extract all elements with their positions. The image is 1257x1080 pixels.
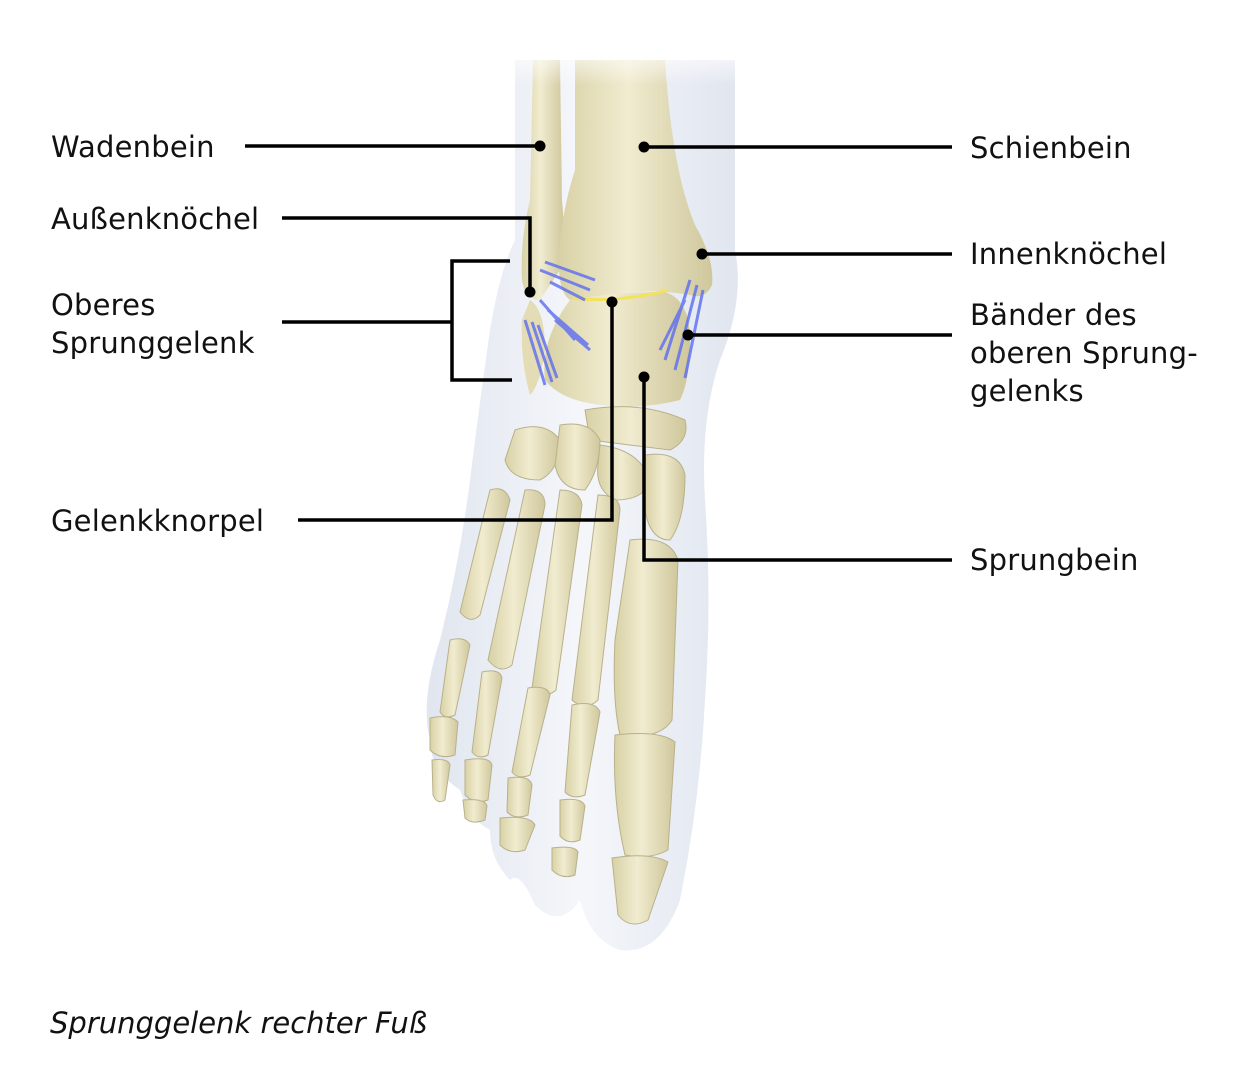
label-schienbein: Schienbein bbox=[970, 131, 1132, 165]
tarsal-bones bbox=[504, 406, 687, 541]
label-baender-line3: gelenks bbox=[970, 374, 1084, 408]
ankle-ligaments bbox=[523, 260, 705, 386]
figure-caption: Sprunggelenk rechter Fuß bbox=[50, 1006, 428, 1040]
label-baender-line1: Bänder des bbox=[970, 298, 1137, 332]
label-gelenkknorpel: Gelenkknorpel bbox=[51, 504, 265, 538]
label-aussenknoechel: Außenknöchel bbox=[51, 202, 260, 236]
label-baender-line2: oberen Sprung- bbox=[970, 336, 1198, 370]
label-innenknoechel: Innenknöchel bbox=[970, 237, 1168, 271]
toe-bones bbox=[429, 638, 676, 925]
leader-dots bbox=[524, 140, 708, 383]
cartilage-line bbox=[572, 288, 669, 302]
label-sprungbein: Sprungbein bbox=[970, 543, 1139, 577]
metatarsal-bones bbox=[459, 488, 679, 737]
label-wadenbein: Wadenbein bbox=[51, 130, 215, 164]
leader-lines bbox=[245, 144, 952, 562]
label-oberes-sprunggelenk-line2: Sprunggelenk bbox=[51, 326, 255, 360]
label-oberes-sprunggelenk-line1: Oberes bbox=[51, 288, 156, 322]
